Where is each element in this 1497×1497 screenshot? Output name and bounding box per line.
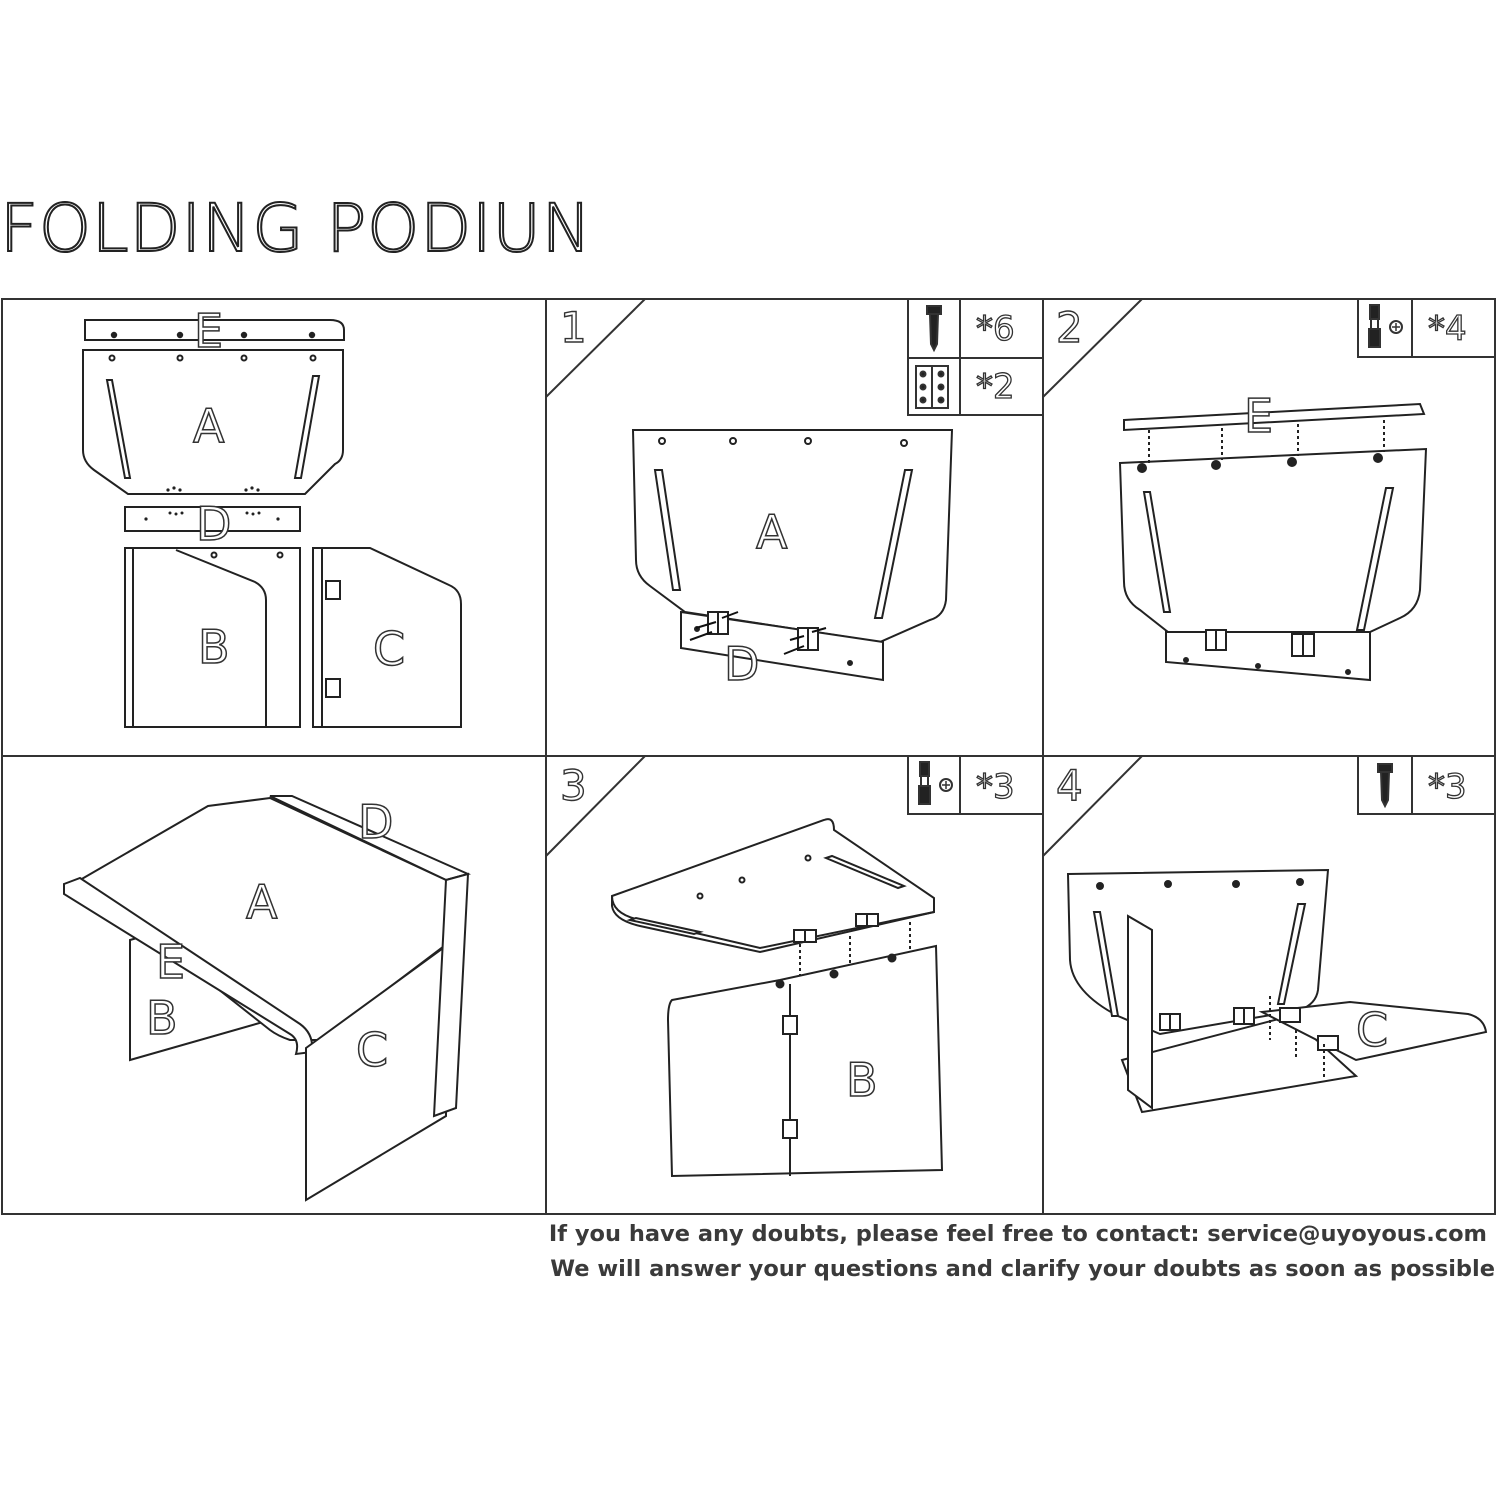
step-3-label-b: B bbox=[846, 1053, 878, 1107]
step-1-hardware-box bbox=[907, 298, 1044, 416]
step-2-panel: 2 *4 bbox=[1055, 298, 1496, 682]
hinge-icon bbox=[1205, 629, 1227, 651]
board-b bbox=[666, 944, 944, 1178]
assembled-label-b: B bbox=[146, 991, 178, 1045]
part-a-board bbox=[82, 349, 344, 495]
label-d: D bbox=[196, 497, 231, 551]
step-1-number: 1 bbox=[560, 303, 587, 352]
board-a-underside bbox=[610, 818, 935, 950]
step-1-label-d: D bbox=[724, 637, 759, 691]
part-b-board bbox=[124, 547, 301, 728]
board-e bbox=[63, 876, 314, 1056]
hinge-icon bbox=[1317, 1035, 1339, 1051]
page-title: FOLDING PODIUN bbox=[0, 190, 593, 267]
step-2-drawing bbox=[1118, 402, 1428, 682]
step-3-panel: 3 *3 bbox=[559, 755, 1044, 1178]
step-4-number: 4 bbox=[1056, 761, 1083, 810]
hinge-icon bbox=[855, 913, 879, 927]
part-e-board bbox=[84, 319, 345, 341]
hinge-icon bbox=[1291, 633, 1315, 657]
hinge-icon bbox=[782, 1015, 798, 1035]
step-2-hardware-box bbox=[1357, 298, 1496, 358]
assembled-panel: D A E B C bbox=[63, 794, 471, 1202]
step-4-hardware-box bbox=[1357, 755, 1496, 815]
assembled-label-d: D bbox=[358, 795, 393, 849]
contact-text: If you have any doubts, please feel free… bbox=[548, 1221, 1487, 1247]
step-1-label-a: A bbox=[756, 505, 788, 559]
panel-grid bbox=[1, 298, 1496, 1215]
label-a: A bbox=[193, 399, 225, 453]
answer-text: We will answer your questions and clarif… bbox=[550, 1256, 1495, 1282]
step-1-screw-qty: *6 bbox=[976, 309, 1015, 349]
part-c-board bbox=[312, 547, 462, 728]
screw-icon bbox=[1377, 763, 1393, 809]
step-4-screw-qty: *3 bbox=[1428, 767, 1467, 807]
step-3-drawing bbox=[610, 818, 944, 1178]
step-4-drawing bbox=[1066, 868, 1488, 1114]
screw-icon bbox=[926, 305, 942, 353]
label-c: C bbox=[373, 622, 405, 676]
hinge-icon bbox=[1279, 1007, 1301, 1023]
label-b: B bbox=[198, 620, 230, 674]
assembled-label-c: C bbox=[356, 1023, 388, 1077]
board-b-upright bbox=[1127, 914, 1153, 1110]
board-c bbox=[1258, 1000, 1488, 1062]
board-d bbox=[1165, 631, 1371, 682]
hinge-icon bbox=[1233, 1007, 1255, 1025]
step-1-drawing bbox=[631, 429, 954, 682]
assembled-label-a: A bbox=[246, 875, 278, 929]
board-a bbox=[631, 429, 954, 644]
cam-lock-icon bbox=[918, 761, 953, 805]
hinge-icon bbox=[915, 365, 949, 409]
step-3-cam-qty: *3 bbox=[976, 767, 1015, 807]
step-1-hinge-qty: *2 bbox=[976, 367, 1015, 407]
hinge-icon bbox=[793, 929, 817, 943]
board-e bbox=[1123, 402, 1426, 432]
step-2-cam-qty: *4 bbox=[1428, 309, 1467, 349]
assembled-label-e: E bbox=[156, 935, 185, 989]
board-c bbox=[305, 944, 447, 1202]
step-2-number: 2 bbox=[1056, 303, 1083, 352]
part-d-board bbox=[124, 506, 301, 532]
hinge-icon bbox=[782, 1119, 798, 1139]
board-c-edge bbox=[432, 872, 470, 1118]
parts-panel bbox=[82, 319, 462, 728]
step-3-number: 3 bbox=[560, 761, 587, 810]
step-1-panel: 1 *6 *2 bbox=[559, 298, 1044, 692]
hinge-icon bbox=[797, 627, 819, 651]
parts-labels: E A D B C bbox=[192, 303, 406, 677]
assembled-drawing bbox=[63, 795, 471, 1202]
step-4-panel: 4 *3 C bbox=[1055, 755, 1496, 1114]
step-2-label-e: E bbox=[1244, 389, 1273, 443]
step-3-hardware-box bbox=[907, 755, 1044, 815]
hinge-icon bbox=[1159, 1013, 1181, 1031]
cam-lock-icon bbox=[1368, 304, 1403, 348]
step-4-label-c: C bbox=[1356, 1003, 1388, 1057]
label-e: E bbox=[194, 304, 223, 358]
